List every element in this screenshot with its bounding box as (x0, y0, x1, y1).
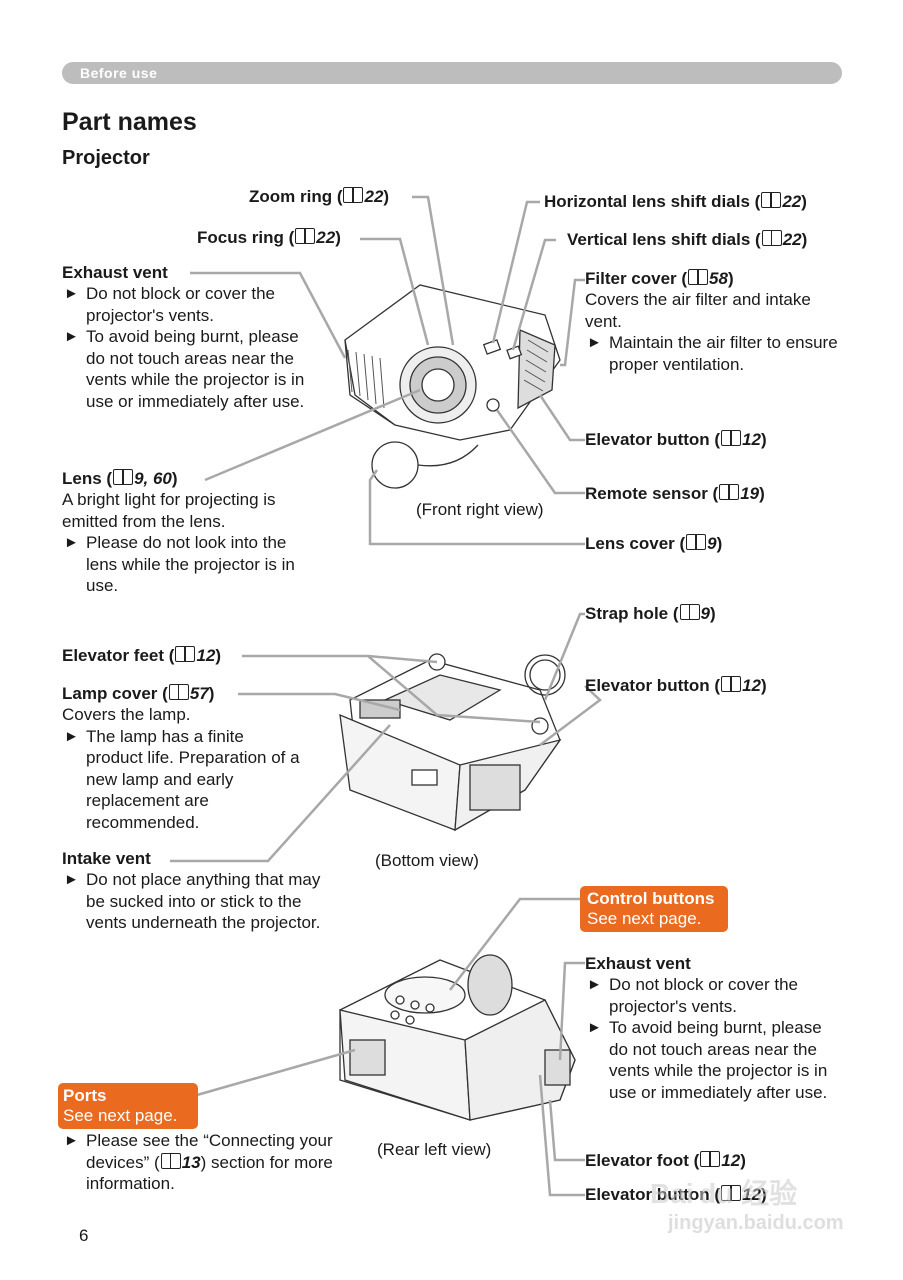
elevator-button-rear-label: Elevator button (12) (585, 1185, 767, 1204)
filter-cover-bullet: Maintain the air filter to ensure proper… (585, 332, 850, 375)
lens-bullet: Please do not look into the lens while t… (62, 532, 322, 597)
filter-cover-label: Filter cover (58) (585, 269, 734, 288)
control-buttons-desc: See next page. (587, 909, 702, 928)
book-icon (295, 228, 316, 244)
book-icon (113, 469, 134, 485)
book-icon (761, 230, 782, 246)
vertical-lens-shift-label: Vertical lens shift dials (22) (567, 230, 808, 249)
exhaust-vent-rear-bullet: To avoid being burnt, please do not touc… (585, 1017, 840, 1103)
watermark-brand: Bai du 经验 (650, 1178, 798, 1209)
book-icon (721, 676, 742, 692)
book-icon (761, 192, 782, 208)
control-buttons-callout: Control buttons See next page. (580, 886, 728, 932)
book-icon (721, 430, 742, 446)
lens-block: Lens (9, 60) A bright light for projecti… (62, 469, 322, 597)
book-icon (688, 269, 709, 285)
strap-hole-label: Strap hole (9) (585, 604, 716, 623)
lens-label: Lens (9, 60) (62, 469, 178, 488)
book-icon (160, 1152, 181, 1169)
exhaust-vent-rear-block: Exhaust vent Do not block or cover the p… (585, 954, 840, 1103)
exhaust-vent-rear-label: Exhaust vent (585, 954, 691, 973)
ports-bullet: Please see the “Connecting your devices”… (62, 1130, 336, 1195)
lens-cover-label: Lens cover (9) (585, 534, 723, 553)
rear-projector-illustration (339, 954, 576, 1121)
intake-vent-block: Intake vent Do not place anything that m… (62, 849, 324, 934)
front-projector-illustration (344, 284, 561, 489)
elevator-button-front-label: Elevator button (12) (585, 430, 767, 449)
ports-callout: Ports See next page. (58, 1083, 198, 1129)
book-icon (679, 604, 700, 620)
page-subtitle: Projector (62, 147, 150, 169)
watermark-url: jingyan.baidu.com (668, 1212, 844, 1234)
rear-view-caption: (Rear left view) (377, 1140, 492, 1159)
book-icon (168, 684, 189, 700)
page-title: Part names (62, 108, 197, 136)
section-header-label: Before use (80, 65, 158, 81)
exhaust-vent-front-label: Exhaust vent (62, 263, 168, 282)
elevator-feet-label: Elevator feet (12) (62, 646, 222, 665)
exhaust-vent-front-bullet: To avoid being burnt, please do not touc… (62, 326, 320, 412)
filter-cover-desc: Covers the air filter and intake vent. (585, 290, 811, 331)
exhaust-vent-rear-bullet: Do not block or cover the projector's ve… (585, 974, 840, 1017)
book-icon (686, 534, 707, 550)
control-buttons-label: Control buttons (587, 889, 715, 908)
book-icon (721, 1185, 742, 1201)
bottom-view-caption: (Bottom view) (375, 851, 479, 870)
lamp-cover-label: Lamp cover (57) (62, 684, 215, 703)
book-icon (175, 646, 196, 662)
book-icon (700, 1151, 721, 1167)
remote-sensor-label: Remote sensor (19) (585, 484, 765, 503)
bottom-projector-illustration (339, 653, 566, 832)
zoom-ring-label: Zoom ring (22) (249, 187, 390, 206)
ports-label: Ports (63, 1086, 107, 1105)
lamp-cover-desc: Covers the lamp. (62, 705, 191, 724)
leader-lines (170, 195, 602, 1197)
front-view-caption: (Front right view) (416, 500, 544, 519)
exhaust-vent-front-block: Exhaust vent Do not block or cover the p… (62, 263, 320, 412)
elevator-button-bottom-label: Elevator button (12) (585, 676, 767, 695)
book-icon (719, 484, 740, 500)
book-icon (343, 187, 364, 203)
elevator-foot-label: Elevator foot (12) (585, 1151, 746, 1170)
section-header-bar: Before use (62, 62, 842, 84)
intake-vent-bullet: Do not place anything that may be sucked… (62, 869, 324, 934)
intake-vent-label: Intake vent (62, 849, 151, 868)
lens-desc: A bright light for projecting is emitted… (62, 490, 276, 531)
focus-ring-label: Focus ring (22) (197, 228, 341, 247)
page-number: 6 (79, 1226, 89, 1245)
lamp-cover-block: Lamp cover (57) Covers the lamp. The lam… (62, 684, 302, 833)
horizontal-lens-shift-label: Horizontal lens shift dials (22) (544, 192, 807, 211)
ports-desc: See next page. (63, 1106, 178, 1125)
lamp-cover-bullet: The lamp has a finite product life. Prep… (62, 726, 302, 834)
exhaust-vent-front-bullet: Do not block or cover the projector's ve… (62, 283, 320, 326)
filter-cover-block: Filter cover (58) Covers the air filter … (585, 269, 850, 375)
